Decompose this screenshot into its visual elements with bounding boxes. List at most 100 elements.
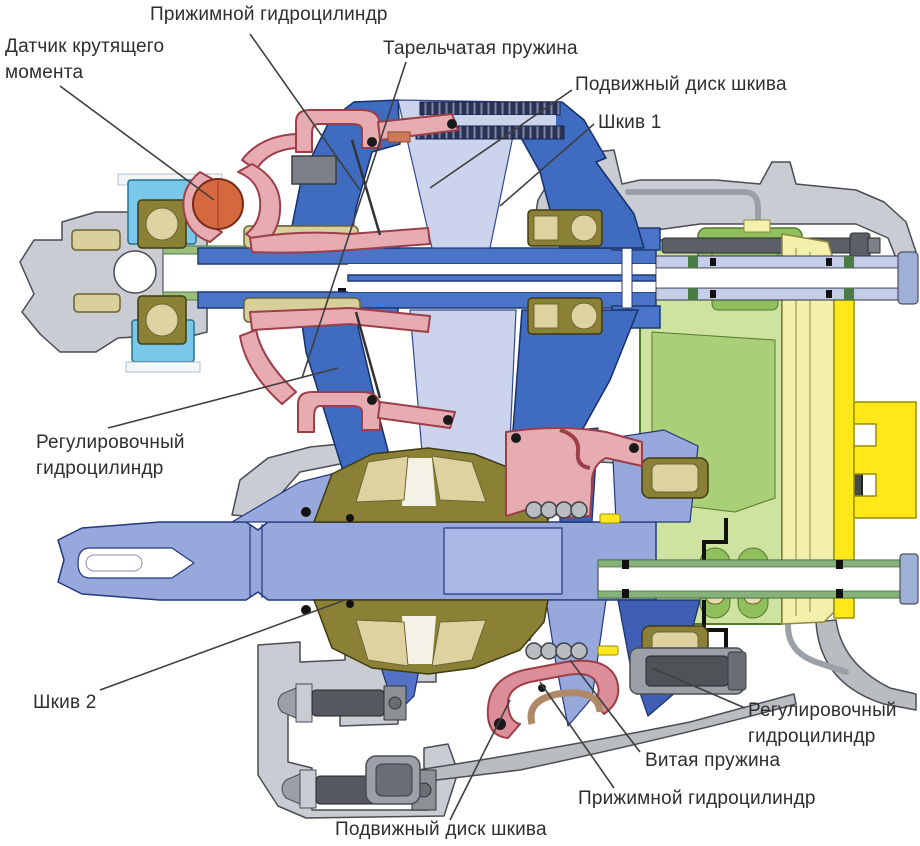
- wire-upper: [702, 518, 728, 562]
- pink-band-bottom: [249, 307, 431, 333]
- seal-dot-a: [301, 507, 311, 517]
- dot-3: [367, 395, 377, 405]
- roller-bearing-1: [71, 229, 121, 251]
- seal-dot-c: [346, 514, 354, 522]
- yellow-clip-bottom: [597, 645, 619, 656]
- leader-pulley-2: [99, 599, 346, 691]
- dot-1: [367, 137, 377, 147]
- int-shaft-cap: [897, 251, 919, 305]
- leader-movable-disc-top: [429, 89, 573, 189]
- wire-lower: [702, 600, 728, 654]
- label-torque-sensor: Датчик крутящего момента: [5, 36, 165, 83]
- dark-block: [291, 155, 337, 185]
- leader-pulley-1: [499, 123, 595, 207]
- leader-adjusting-right: [651, 667, 746, 709]
- black-seal-2: [710, 290, 716, 298]
- black-seal-1: [710, 258, 716, 266]
- disc-spring-upper: [350, 139, 382, 236]
- seal-wires: [702, 518, 728, 654]
- label-pulley-1: Шкив 1: [598, 112, 662, 133]
- torque-sensor-ball: [192, 131, 411, 230]
- intermediate-shaft: [655, 251, 919, 305]
- bolt1-nut-center: [388, 696, 402, 710]
- coil-8: [570, 642, 588, 660]
- label-adjusting-cylinder-left: Регулировочный гидроцилиндр: [36, 432, 185, 479]
- pink-arm-bottom: [377, 401, 456, 429]
- label-pressing-cylinder-top: Прижимной гидроцилиндр: [150, 4, 388, 25]
- coil-6: [540, 642, 558, 660]
- right-bottom-wall: [815, 619, 917, 711]
- bolt2-head: [281, 773, 301, 805]
- bottom-swoosh: [417, 693, 797, 783]
- tan-inner-curve: [527, 689, 604, 725]
- out-seal-4: [836, 589, 843, 598]
- leader-disc-spring: [301, 61, 407, 379]
- taper-roller-3: [355, 619, 409, 667]
- green-seal-2: [688, 288, 698, 300]
- salmon-bar: [387, 131, 411, 143]
- pulley2-slot-inner: [85, 554, 143, 572]
- bolt1-body: [311, 689, 385, 717]
- black-seal-3: [826, 258, 832, 266]
- yellow-clip-top: [599, 513, 621, 524]
- output-green-bottom: [597, 590, 905, 599]
- bearing-cage-3: [533, 215, 559, 241]
- label-movable-pulley-disc-bottom: Подвижный диск шкива: [335, 819, 547, 840]
- green-seal-4: [844, 288, 854, 300]
- bottom-fasteners: [277, 647, 747, 811]
- adjusting-cylinder-tip: [727, 651, 747, 691]
- dot-4: [443, 415, 453, 425]
- bearings: [71, 199, 709, 675]
- dot-2: [447, 119, 457, 129]
- yellow-tab-top: [743, 219, 771, 233]
- roller-bearing-2: [73, 293, 121, 313]
- leader-pressing-bottom: [539, 681, 615, 789]
- taper-roller-2: [431, 455, 487, 503]
- bearing-ball-3: [570, 214, 598, 242]
- pulley2-hub: [443, 527, 563, 595]
- rod-tip: [867, 237, 881, 254]
- dot-6: [629, 443, 639, 453]
- dot-8: [538, 684, 546, 692]
- disc-springs: [350, 139, 382, 399]
- taper-seam-top: [402, 458, 436, 506]
- seal-dot-d: [346, 600, 354, 608]
- label-disc-spring: Тарельчатая пружина: [383, 38, 578, 59]
- taper-roller-1: [355, 455, 409, 503]
- dot-5: [511, 433, 521, 443]
- shaft-joint: [621, 247, 633, 309]
- leader-coil-spring: [569, 659, 641, 753]
- pipe-bottom: [785, 517, 849, 675]
- out-seal-1: [622, 560, 629, 569]
- label-movable-pulley-disc-top: Подвижный диск шкива: [575, 74, 787, 95]
- leader-adjusting-left: [107, 367, 339, 429]
- bolt1-washer: [295, 683, 313, 723]
- pink-sweep-to-u-lower: [239, 329, 297, 405]
- coil-1: [525, 501, 543, 519]
- shaft-core: [347, 274, 657, 282]
- coil-5: [525, 642, 543, 660]
- pink-u-bracket-bottom: [297, 391, 381, 433]
- output-green-top: [597, 559, 905, 568]
- leader-movable-disc-bottom: [449, 699, 511, 821]
- label-strip-bottom: [125, 361, 201, 373]
- label-coil-spring: Витая пружина: [645, 750, 781, 771]
- bolt2-washer: [299, 769, 317, 809]
- output-shaft-cap: [899, 553, 919, 605]
- coil-2: [540, 501, 558, 519]
- label-adjusting-cylinder-right: Регулировочный гидроцилиндр: [748, 700, 897, 747]
- bright-yellow-block: [853, 401, 917, 519]
- leader-torque-sensor: [59, 85, 215, 201]
- taper-roller-4: [431, 619, 487, 667]
- leader-pressing-top: [249, 33, 361, 191]
- disc-spring-lower: [354, 311, 382, 399]
- leader-lines: [59, 33, 746, 821]
- bearing-cage-4: [533, 303, 559, 329]
- bearing-ball-2: [145, 303, 179, 337]
- label-pulley-2: Шкив 2: [33, 692, 97, 713]
- seal-dot-b: [301, 605, 311, 615]
- pulley2-slot: [77, 547, 195, 579]
- coil-springs: [525, 501, 588, 660]
- green-seal-3: [844, 256, 854, 268]
